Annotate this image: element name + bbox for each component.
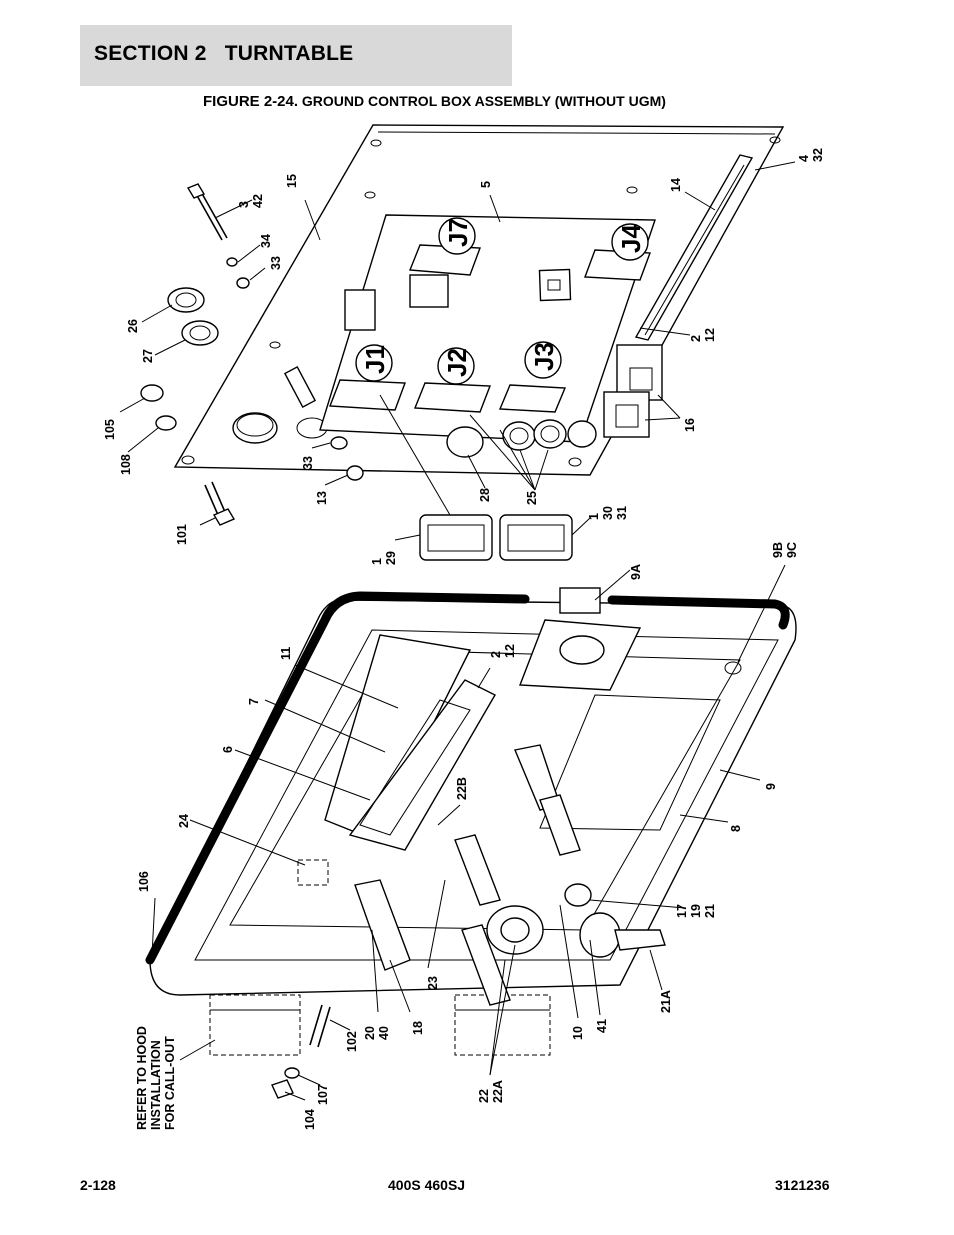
svg-text:129: 129 (370, 551, 398, 565)
hardware-left (140, 183, 364, 526)
callout-28: 28 (478, 488, 492, 502)
callout-25: 25 (525, 491, 539, 505)
callout-34: 34 (259, 234, 273, 248)
front-enclosure (145, 587, 797, 1099)
callout-21a: 21A (659, 990, 673, 1013)
callout-40: 40 (377, 1026, 391, 1040)
callout-104: 104 (303, 1109, 317, 1130)
connector-j2-label: J2 (442, 348, 472, 377)
relays (603, 344, 663, 438)
harness-plugs (419, 514, 573, 561)
callout-27: 27 (141, 349, 155, 363)
callout-22: 22 (477, 1089, 491, 1103)
callout-6: 6 (221, 746, 235, 753)
callout-19: 19 (689, 904, 703, 918)
refer-note-line1: REFER TO HOOD (135, 1026, 149, 1130)
callout-41: 41 (595, 1019, 609, 1033)
svg-text:REFER TO HOODINSTALLATIONFOR C: REFER TO HOODINSTALLATIONFOR CALL-OUT (135, 1026, 177, 1130)
svg-text:171921: 171921 (675, 904, 717, 918)
ground-control-box-drawing: J7 J4 J1 J2 J3 (103, 124, 825, 1130)
callout-7: 7 (247, 698, 261, 705)
callout-9b: 9B (771, 542, 785, 558)
callout-33a: 33 (269, 256, 283, 270)
callout-102: 102 (345, 1031, 359, 1052)
footer-doc-number: 3121236 (775, 1177, 830, 1193)
footer-page-number: 2-128 (80, 1177, 116, 1193)
callout-101: 101 (175, 524, 189, 545)
callout-2a: 2 (689, 335, 703, 342)
callout-3: 3 (237, 201, 251, 208)
section-title: SECTION 2 TURNTABLE (94, 42, 354, 65)
callout-20: 20 (363, 1026, 377, 1040)
leader-lines (119, 161, 796, 1101)
callout-24: 24 (177, 814, 191, 828)
callout-4: 4 (797, 155, 811, 162)
callout-23: 23 (426, 976, 440, 990)
connector-j7-label: J7 (443, 218, 473, 247)
callout-15: 15 (285, 174, 299, 188)
callout-13: 13 (315, 491, 329, 505)
footer-model: 400S 460SJ (388, 1177, 466, 1193)
refer-note-line3: FOR CALL-OUT (163, 1036, 177, 1130)
callout-26: 26 (126, 319, 140, 333)
callout-14: 14 (669, 178, 683, 192)
callout-17: 17 (675, 904, 689, 918)
grommets (446, 419, 597, 458)
connector-j1-label: J1 (360, 345, 390, 374)
figure-number: FIGURE 2-24. (203, 93, 299, 110)
svg-text:342: 342 (237, 194, 265, 208)
callout-11: 11 (279, 647, 293, 660)
svg-text:432: 432 (797, 148, 825, 162)
callout-9c: 9C (785, 542, 799, 558)
section-header-band: SECTION 2 TURNTABLE (80, 25, 512, 86)
callout-12a: 12 (703, 328, 717, 342)
figure-title: GROUND CONTROL BOX ASSEMBLY (WITHOUT UGM… (301, 93, 666, 109)
figure-caption: FIGURE 2-24. GROUND CONTROL BOX ASSEMBLY… (203, 93, 666, 110)
callout-9: 9 (764, 783, 778, 790)
callout-labels: 342 15 5 14 432 34 33 26 27 212 105 108 … (103, 148, 825, 1130)
svg-text:2040: 2040 (363, 1026, 391, 1040)
callout-12b: 12 (503, 644, 517, 658)
callout-22a: 22A (491, 1080, 505, 1103)
svg-text:212: 212 (689, 328, 717, 342)
connector-j4-label: J4 (616, 224, 646, 253)
refer-note-line2: INSTALLATION (149, 1040, 163, 1130)
callout-16: 16 (683, 418, 697, 432)
callout-30: 30 (601, 506, 615, 520)
callout-42: 42 (251, 194, 265, 208)
din-rail (634, 154, 754, 341)
svg-text:13031: 13031 (587, 506, 629, 520)
callout-2b: 2 (489, 651, 503, 658)
callout-1b: 1 (587, 513, 601, 520)
callout-1a: 1 (370, 558, 384, 565)
callout-32: 32 (811, 148, 825, 162)
callout-8: 8 (729, 825, 743, 832)
svg-text:2222A: 2222A (477, 1080, 505, 1103)
callout-107: 107 (316, 1084, 330, 1105)
callout-106: 106 (137, 871, 151, 892)
callout-22b: 22B (455, 777, 469, 800)
svg-text:212: 212 (489, 644, 517, 658)
callout-18: 18 (411, 1021, 425, 1035)
callout-31: 31 (615, 506, 629, 520)
callout-108: 108 (119, 454, 133, 475)
callout-29: 29 (384, 551, 398, 565)
connector-j3-label: J3 (529, 342, 559, 371)
callout-10: 10 (571, 1026, 585, 1040)
callout-5: 5 (479, 181, 493, 188)
svg-text:9B9C: 9B9C (771, 542, 799, 558)
callout-105: 105 (103, 419, 117, 440)
callout-33b: 33 (301, 456, 315, 470)
callout-9a: 9A (629, 564, 643, 580)
callout-21: 21 (703, 904, 717, 918)
circuit-board: J7 J4 J1 J2 J3 (319, 214, 656, 443)
